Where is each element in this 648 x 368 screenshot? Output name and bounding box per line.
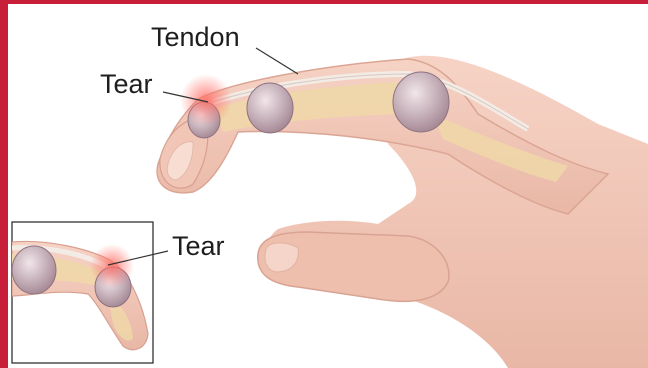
mallet-finger-illustration xyxy=(8,4,648,368)
inset-pip-joint xyxy=(12,246,56,294)
inset-tear-label: Tear xyxy=(172,233,225,260)
inset-finger-illustration xyxy=(12,222,153,363)
tendon-leader-line xyxy=(256,48,298,74)
tendon-label: Tendon xyxy=(151,24,240,51)
mcp-joint xyxy=(393,72,449,132)
pip-joint xyxy=(247,83,293,133)
hand-illustration xyxy=(157,56,648,368)
tear-glow xyxy=(180,74,232,126)
tear-label: Tear xyxy=(100,71,153,98)
diagram-frame: Tendon Tear Tear xyxy=(8,4,648,368)
inset-tear-glow xyxy=(90,244,134,288)
